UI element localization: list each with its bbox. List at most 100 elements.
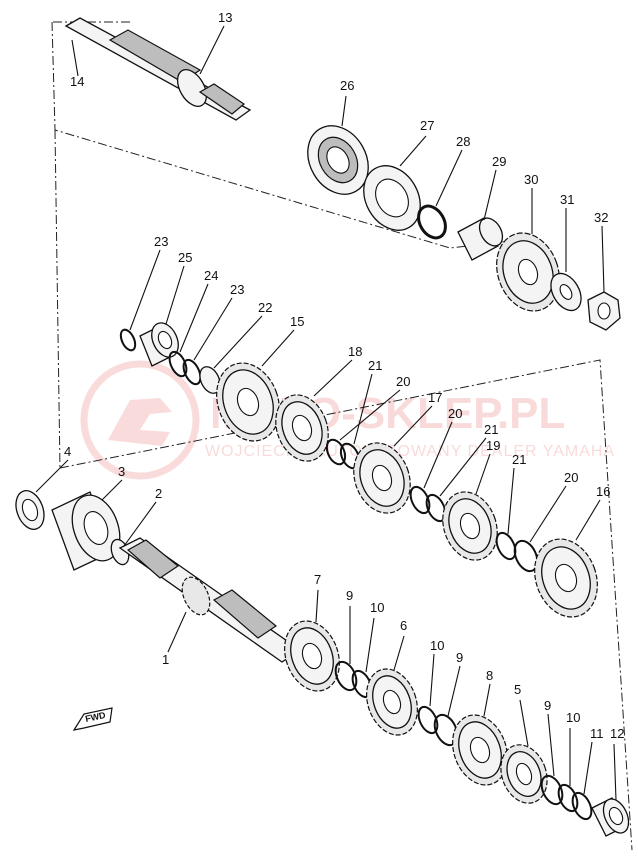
callout-label-20: 20 — [448, 406, 462, 421]
callout-leader-12 — [613, 743, 617, 801]
watermark: MOTO-SKLEP.PL WOJCIECH · AUTORYZOWANY DE… — [80, 360, 615, 480]
gear-19 — [442, 491, 498, 561]
circlip-21-middle — [425, 493, 447, 523]
callout-leader-9 — [547, 713, 555, 777]
callout-leader-11 — [583, 741, 593, 795]
callout-label-28: 28 — [456, 134, 470, 149]
callout-label-23: 23 — [154, 234, 168, 249]
nut-32-bore — [597, 302, 611, 320]
callout-leader-20 — [339, 389, 401, 441]
gear-18 — [275, 394, 329, 462]
sprocket-30-bore — [517, 258, 539, 286]
callout-label-14: 14 — [70, 74, 84, 89]
gear-7 — [284, 620, 340, 692]
callout-label-21: 21 — [368, 358, 382, 373]
callout-label-12: 12 — [610, 726, 624, 741]
callout-leader-16 — [575, 499, 601, 541]
shaft-13-splines — [108, 29, 202, 83]
gear-8-bore — [469, 736, 491, 764]
collar-28-face — [478, 217, 504, 247]
callout-label-27: 27 — [420, 118, 434, 133]
callout-label-20: 20 — [396, 374, 410, 389]
callout-label-9: 9 — [456, 650, 463, 665]
callout-label-15: 15 — [290, 314, 304, 329]
washer-31 — [550, 272, 582, 312]
callout-label-11: 11 — [590, 726, 604, 741]
gear-6-bore — [382, 689, 402, 715]
main-axle-1 — [118, 537, 302, 663]
bearing-26-bore — [326, 146, 350, 174]
watermark-logo-mark — [108, 398, 172, 446]
bearing-12 — [591, 797, 630, 837]
callout-label-20: 20 — [564, 470, 578, 485]
left-boundary-line — [54, 129, 61, 471]
callout-leader-19 — [475, 453, 491, 495]
callout-label-1: 1 — [162, 652, 169, 667]
callout-leader-2 — [123, 501, 157, 547]
circlip-21-right — [495, 531, 517, 561]
gear-6 — [366, 668, 418, 736]
callout-leader-27 — [399, 135, 427, 167]
bearing-25-bore — [157, 330, 173, 350]
callout-label-18: 18 — [348, 344, 362, 359]
callout-label-29: 29 — [492, 154, 506, 169]
washer-4 — [15, 490, 45, 530]
callout-label-5: 5 — [514, 682, 521, 697]
callout-label-10: 10 — [430, 638, 444, 653]
gear-16-bore — [554, 563, 578, 593]
callout-leader-26 — [341, 95, 347, 127]
callout-leader-21 — [353, 373, 373, 445]
callout-leader-22 — [213, 315, 263, 369]
callout-label-24: 24 — [204, 268, 218, 283]
callout-label-4: 4 — [64, 444, 71, 459]
callout-leader-21 — [439, 437, 487, 497]
nut-32 — [587, 291, 621, 331]
callout-label-2: 2 — [155, 486, 162, 501]
circlip-10-right — [557, 783, 579, 813]
callout-leader-29 — [483, 169, 497, 221]
callout-leader-20 — [529, 485, 567, 543]
callout-leader-13 — [199, 25, 225, 75]
forward-label: FWD — [84, 710, 107, 724]
bearing-3 — [51, 491, 121, 571]
callout-leader-32 — [601, 225, 605, 293]
callout-leader-10 — [365, 617, 375, 673]
callout-leader-10 — [429, 653, 435, 707]
callout-leader-7 — [315, 589, 319, 623]
callout-label-6: 6 — [400, 618, 407, 633]
washer-31-bore — [559, 284, 573, 300]
collar-28 — [457, 217, 504, 261]
callout-label-13: 13 — [218, 10, 232, 25]
circlip-23-right — [182, 358, 202, 386]
main-axle-1-gear — [181, 576, 211, 616]
shaft-13-end-splines — [198, 83, 246, 115]
watermark-subtitle: WOJCIECH · AUTORYZOWANY DEALER YAMAHA — [205, 443, 615, 460]
callout-leader-4 — [35, 459, 69, 493]
seal-27 — [363, 165, 421, 231]
gear-19-bore — [459, 512, 481, 540]
callout-label-21: 21 — [512, 452, 526, 467]
callout-leader-9 — [447, 665, 461, 717]
bearing-3-bore — [83, 511, 109, 545]
gear-7-bore — [301, 642, 323, 670]
callout-label-23: 23 — [230, 282, 244, 297]
shaft-13 — [64, 17, 252, 121]
gear-16 — [534, 538, 598, 618]
callout-label-10: 10 — [370, 600, 384, 615]
bearing-26 — [307, 125, 369, 195]
main-axle-1-right-splines — [212, 589, 278, 639]
washer-11 — [571, 791, 593, 821]
callout-label-31: 31 — [560, 192, 574, 207]
gear-17-bore — [371, 464, 393, 492]
callout-leader-23 — [193, 297, 233, 361]
callout-label-32: 32 — [594, 210, 608, 225]
callout-label-7: 7 — [314, 572, 321, 587]
o-ring-29 — [417, 204, 447, 240]
gear-8 — [452, 714, 508, 786]
callout-label-22: 22 — [258, 300, 272, 315]
upper-boundary-line — [51, 21, 521, 249]
bearing-12-bore — [608, 806, 624, 826]
callout-label-25: 25 — [178, 250, 192, 265]
shaft-13-gear — [176, 69, 208, 107]
